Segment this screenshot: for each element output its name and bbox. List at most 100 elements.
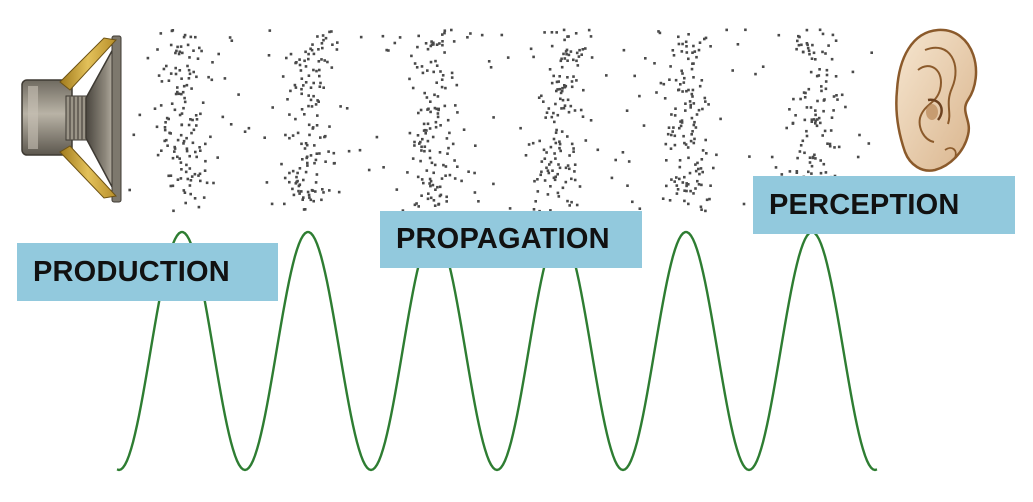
air-particle <box>556 88 559 91</box>
air-particle <box>163 126 167 129</box>
air-particle <box>431 135 435 139</box>
air-particle <box>824 52 827 55</box>
air-particle <box>186 43 190 47</box>
air-particle <box>440 85 444 89</box>
air-particle <box>582 88 585 92</box>
air-particle <box>579 108 583 112</box>
air-particle <box>318 152 321 155</box>
air-particle <box>719 117 722 121</box>
air-particle <box>194 114 198 117</box>
air-particle <box>683 141 686 145</box>
air-particle <box>422 181 425 185</box>
air-particle <box>448 173 452 177</box>
air-particle <box>655 91 658 94</box>
air-particle <box>441 40 444 43</box>
air-particle <box>552 74 555 78</box>
air-particle <box>819 171 823 175</box>
air-particle <box>805 42 809 45</box>
air-particle <box>574 32 578 35</box>
air-particle <box>156 153 160 157</box>
air-particle <box>221 115 225 119</box>
air-particle <box>694 126 698 129</box>
air-particle <box>201 101 205 104</box>
air-particle <box>445 137 449 140</box>
air-particle <box>558 142 562 146</box>
air-particle <box>333 161 336 165</box>
air-particle <box>176 86 179 89</box>
air-particle <box>698 41 702 44</box>
air-particle <box>305 155 309 159</box>
air-particle <box>552 137 556 141</box>
air-particle <box>188 184 192 187</box>
air-particle <box>556 113 560 117</box>
air-particle <box>807 49 811 53</box>
air-particle <box>178 50 182 54</box>
air-particle <box>299 69 303 72</box>
air-particle <box>804 91 807 95</box>
air-particle <box>436 115 440 119</box>
air-particle <box>173 108 177 112</box>
air-particle <box>508 207 512 210</box>
air-particle <box>410 54 413 58</box>
air-particle <box>811 155 815 159</box>
air-particle <box>687 88 690 92</box>
air-particle <box>439 124 442 127</box>
air-particle <box>631 200 634 204</box>
air-particle <box>322 191 325 194</box>
air-particle <box>663 97 667 100</box>
air-particle <box>679 120 682 123</box>
air-particle <box>801 50 805 54</box>
air-particle <box>697 167 700 171</box>
air-particle <box>700 158 704 161</box>
air-particle <box>428 156 432 160</box>
air-particle <box>675 184 679 187</box>
air-particle <box>443 29 447 32</box>
air-particle <box>153 107 157 110</box>
air-particle <box>281 75 285 78</box>
air-particle <box>669 65 672 68</box>
air-particle <box>555 80 559 84</box>
air-particle <box>189 35 193 39</box>
air-particle <box>570 200 573 204</box>
air-particle <box>316 99 319 102</box>
air-particle <box>697 108 701 112</box>
air-particle <box>621 151 625 154</box>
air-particle <box>204 159 207 163</box>
air-particle <box>803 96 807 99</box>
air-particle <box>563 84 566 87</box>
air-particle <box>312 52 316 56</box>
air-particle <box>590 56 594 59</box>
air-particle <box>263 136 266 139</box>
air-particle <box>309 47 312 51</box>
air-particle <box>180 92 183 96</box>
air-particle <box>382 166 385 169</box>
air-particle <box>563 38 566 42</box>
air-particle <box>810 164 814 168</box>
air-particle <box>195 124 198 127</box>
air-particle <box>182 139 186 143</box>
air-particle <box>834 39 838 42</box>
air-particle <box>670 133 673 137</box>
production-label-text: PRODUCTION <box>33 255 230 288</box>
air-particle <box>307 52 310 56</box>
air-particle <box>687 33 690 36</box>
air-particle <box>563 104 567 107</box>
air-particle <box>456 111 459 114</box>
air-particle <box>186 64 189 68</box>
air-particle <box>554 175 557 179</box>
air-particle <box>556 172 559 176</box>
air-particle <box>423 149 426 153</box>
air-particle <box>500 33 504 37</box>
air-particle <box>304 170 308 174</box>
air-particle <box>429 44 433 48</box>
air-particle <box>446 152 449 155</box>
air-particle <box>444 165 448 168</box>
air-particle <box>304 81 308 84</box>
air-particle <box>450 28 453 32</box>
air-particle <box>671 130 674 133</box>
air-particle <box>691 51 694 54</box>
air-particle <box>303 113 306 116</box>
air-particle <box>288 171 291 175</box>
air-particle <box>820 85 823 88</box>
air-particle <box>182 106 185 110</box>
